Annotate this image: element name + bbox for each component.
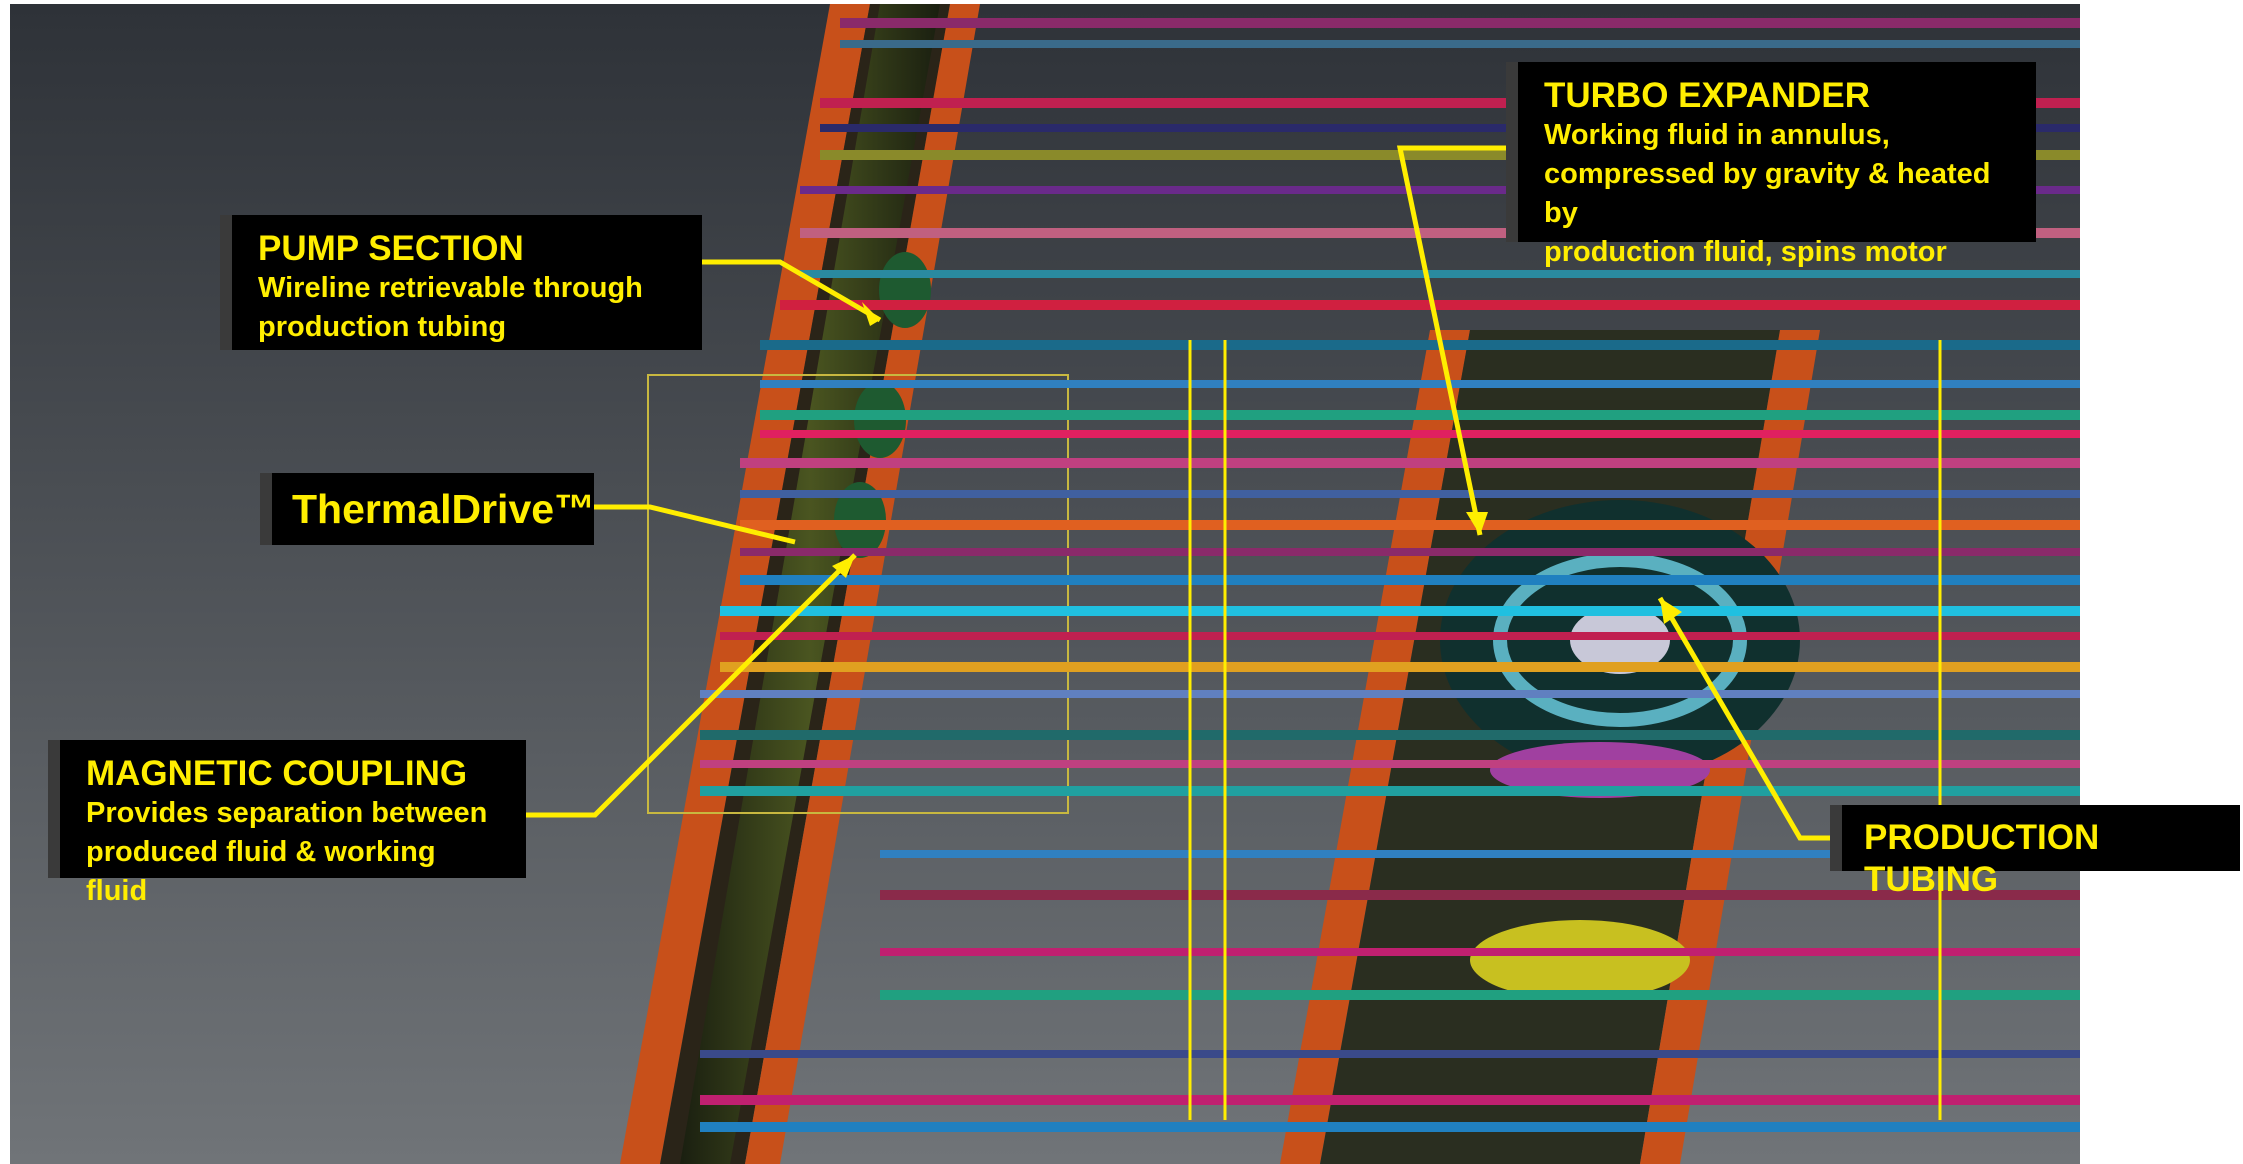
lower-rotor [1470,920,1690,1000]
production-tubing-callout: PRODUCTION TUBING [1842,805,2240,899]
turbo-expander-callout: TURBO EXPANDER Working fluid in annulus,… [1518,62,2036,268]
turbo-expander-text-line-2: compressed by gravity & heated by [1544,158,1991,229]
pump-section-title: PUMP SECTION [258,229,524,268]
magnetic-leader-line [526,553,857,818]
leader-lines [526,145,1842,841]
turbo-expander-title: TURBO EXPANDER [1544,76,1871,115]
pump-section-callout: PUMP SECTION Wireline retrievable throug… [232,215,702,350]
magnetic-coupling-text-line-2: produced fluid & working fluid [86,836,436,907]
thermaldrive-callout: ThermalDrive™ [272,473,596,545]
render-streaks [700,18,2080,1132]
turbo-arrowhead [1466,512,1488,535]
turbo-expander-text-line-1: Working fluid in annulus, [1544,119,1890,151]
pump-arrowhead [862,302,880,326]
production-leader-line [1657,596,1842,841]
pump-section-text-line-2: production tubing [258,311,507,343]
production-tubing-title: PRODUCTION TUBING [1864,818,2100,899]
thermaldrive-title: ThermalDrive™ [292,486,596,532]
thermal-leader-line [594,504,796,545]
magnetic-coupling-callout: MAGNETIC COUPLING Provides separation be… [60,740,526,907]
yellow-guide-lines [1188,340,1942,1120]
magnetic-coupling-title: MAGNETIC COUPLING [86,754,468,793]
pump-impeller-1 [879,252,931,328]
magnetic-coupling-text-line-1: Provides separation between [86,797,488,829]
leader-arrowheads [832,302,1682,624]
magenta-rotor [1490,742,1710,798]
turbo-expander-text-line-3: production fluid, spins motor [1544,236,1947,268]
production-arrowhead [1660,598,1682,624]
pump-leader-line [700,259,882,323]
thermaldrive-outline [647,374,1069,814]
magnetic-arrowhead [832,555,855,578]
pump-section-text-line-1: Wireline retrievable through [258,272,643,304]
